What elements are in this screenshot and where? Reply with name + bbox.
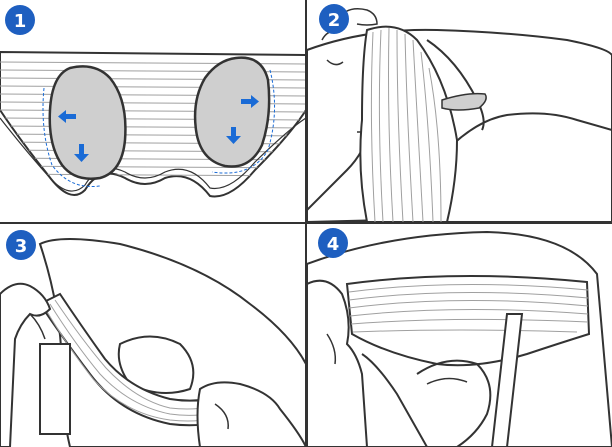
step-number: 4 bbox=[327, 234, 340, 255]
left-hand bbox=[0, 282, 52, 447]
step-panel-1: 1 bbox=[0, 0, 306, 222]
arrow-left-icon bbox=[58, 110, 76, 123]
step-number: 3 bbox=[15, 236, 28, 257]
left-eye-pad bbox=[48, 65, 127, 180]
horizontal-divider bbox=[0, 222, 612, 224]
step-badge-icon: 1 bbox=[5, 5, 35, 35]
step-number: 2 bbox=[328, 10, 341, 31]
hand bbox=[307, 279, 369, 447]
step-badge-icon: 2 bbox=[319, 4, 349, 34]
arrow-down-icon bbox=[74, 144, 89, 162]
wrist bbox=[39, 343, 71, 435]
right-hand bbox=[196, 381, 306, 447]
step-panel-4: 4 bbox=[307, 224, 612, 447]
step-panel-3: 3 bbox=[0, 224, 306, 447]
mask-band bbox=[345, 274, 591, 367]
step-4-illustration: 4 bbox=[307, 228, 612, 447]
step-2-illustration: 2 bbox=[307, 4, 612, 222]
step-badge-icon: 4 bbox=[318, 228, 348, 258]
eye-pad bbox=[117, 335, 195, 394]
step-3-illustration: 3 bbox=[0, 230, 306, 447]
arrow-right-icon bbox=[241, 95, 259, 108]
step-number: 1 bbox=[14, 11, 27, 32]
right-eye-pad bbox=[193, 56, 271, 168]
arrow-down-icon bbox=[226, 127, 241, 144]
step-1-illustration: 1 bbox=[0, 5, 306, 198]
step-panel-2: 2 bbox=[307, 0, 612, 222]
mask-strap bbox=[359, 25, 487, 222]
strap bbox=[490, 313, 524, 447]
step-badge-icon: 3 bbox=[6, 230, 36, 260]
